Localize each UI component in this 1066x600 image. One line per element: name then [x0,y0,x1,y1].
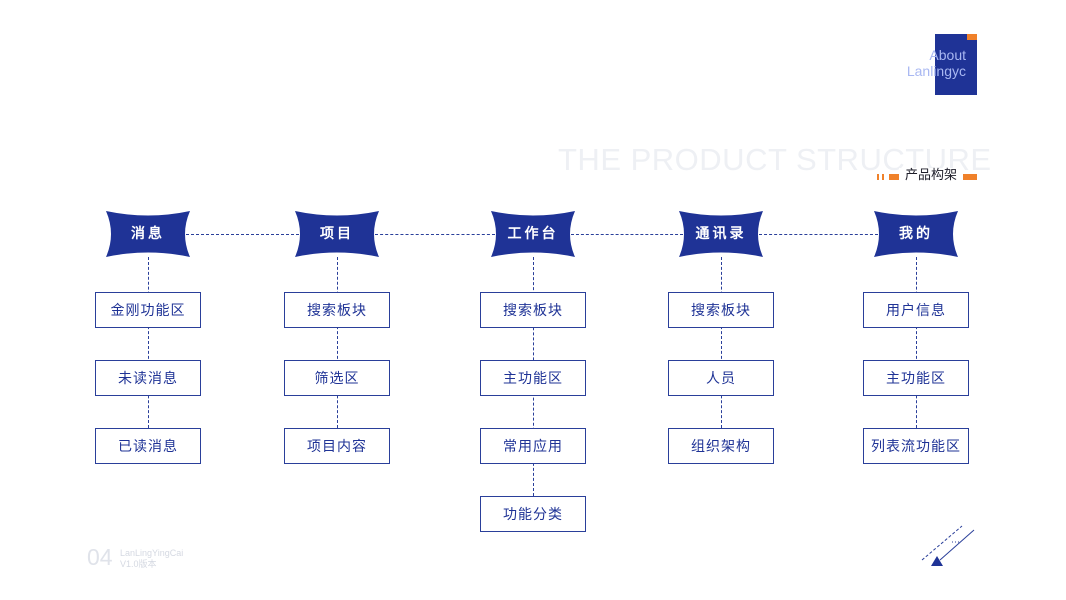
horizontal-connector [759,234,878,235]
section-title: 产品构架 [899,168,964,184]
category-node-label: 工作台 [507,226,559,242]
feature-box[interactable]: 用户信息 [863,292,969,328]
feature-box[interactable]: 搜索板块 [284,292,390,328]
category-node-label: 我的 [899,226,933,242]
orange-tick-marks [877,174,887,180]
feature-box[interactable]: 筛选区 [284,360,390,396]
category-node[interactable]: 我的 [874,211,958,257]
vertical-connector [148,257,149,428]
about-label: About Lanlingyc [907,47,966,79]
about-line-1: About [929,47,966,63]
feature-box[interactable]: 主功能区 [480,360,586,396]
category-node-shape [679,211,763,257]
category-node[interactable]: 工作台 [491,211,575,257]
category-node-shape [874,211,958,257]
feature-box[interactable]: 项目内容 [284,428,390,464]
feature-box[interactable]: 组织架构 [668,428,774,464]
brand-badge [935,34,977,95]
horizontal-connector [571,234,683,235]
feature-box[interactable]: 搜索板块 [480,292,586,328]
category-node-label: 消息 [131,226,165,242]
brand-badge-accent [967,34,977,40]
category-node-shape [491,211,575,257]
feature-box[interactable]: 金刚功能区 [95,292,201,328]
horizontal-connector [186,234,299,235]
footer-brand: LanLingYingCai V1.0版本 [120,548,183,570]
horizontal-connector [375,234,495,235]
feature-box[interactable]: 搜索板块 [668,292,774,328]
feature-box[interactable]: 未读消息 [95,360,201,396]
decorative-lines-icon [921,525,975,566]
feature-box[interactable]: 功能分类 [480,496,586,532]
category-node[interactable]: 消息 [106,211,190,257]
vertical-connector [337,257,338,428]
category-node-shape [295,211,379,257]
vertical-connector [721,257,722,428]
feature-box[interactable]: 人员 [668,360,774,396]
category-node-label: 通讯录 [695,226,747,242]
category-node[interactable]: 项目 [295,211,379,257]
feature-box[interactable]: 常用应用 [480,428,586,464]
vertical-connector [916,257,917,428]
about-line-2: Lanlingyc [906,63,966,79]
feature-box[interactable]: 主功能区 [863,360,969,396]
category-node-label: 项目 [320,226,354,242]
category-node[interactable]: 通讯录 [679,211,763,257]
feature-box[interactable]: 已读消息 [95,428,201,464]
footer-brand-name: LanLingYingCai [120,548,184,558]
page-number: 04 [87,544,113,570]
footer-version: V1.0版本 [120,559,157,569]
feature-box[interactable]: 列表流功能区 [863,428,969,464]
category-node-shape [106,211,190,257]
